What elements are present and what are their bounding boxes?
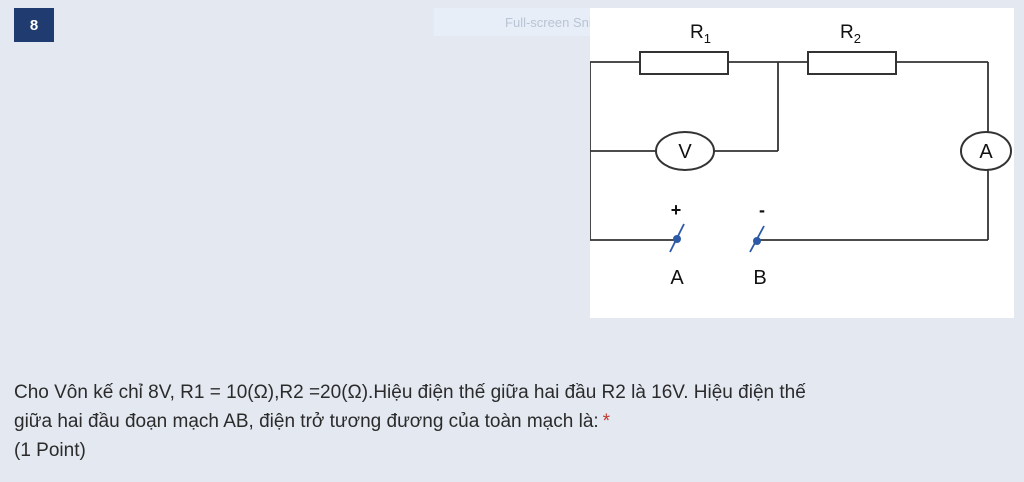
question-points: (1 Point) (14, 440, 86, 461)
resistor-r1 (639, 51, 729, 75)
question-line-2-text: giữa hai đầu đoạn mạch AB, điện trở tươn… (14, 411, 599, 432)
terminal-b-icon (749, 225, 765, 253)
r1-label: R1 (690, 22, 711, 46)
ammeter-icon: A (960, 131, 1012, 171)
question-line-2: giữa hai đầu đoạn mạch AB, điện trở tươn… (14, 407, 1004, 436)
question-text: Cho Vôn kế chỉ 8V, R1 = 10(Ω),R2 =20(Ω).… (14, 378, 1004, 465)
question-line-1: Cho Vôn kế chỉ 8V, R1 = 10(Ω),R2 =20(Ω).… (14, 382, 806, 403)
terminal-a-label: A (670, 267, 684, 289)
ammeter-label: A (979, 141, 993, 163)
resistor-r2 (807, 51, 897, 75)
terminal-a-icon (669, 223, 685, 253)
terminal-b-label: B (753, 267, 766, 289)
voltmeter-icon: V (655, 131, 715, 171)
voltmeter-label: V (678, 141, 692, 163)
circuit-wires (590, 61, 989, 241)
plus-sign: + (671, 200, 682, 220)
r2-label: R2 (840, 22, 861, 46)
required-mark: * (602, 411, 611, 432)
question-number-badge: 8 (14, 8, 54, 42)
minus-sign: - (759, 200, 765, 220)
circuit-figure: R1 R2 V A + - A B (590, 8, 1014, 318)
